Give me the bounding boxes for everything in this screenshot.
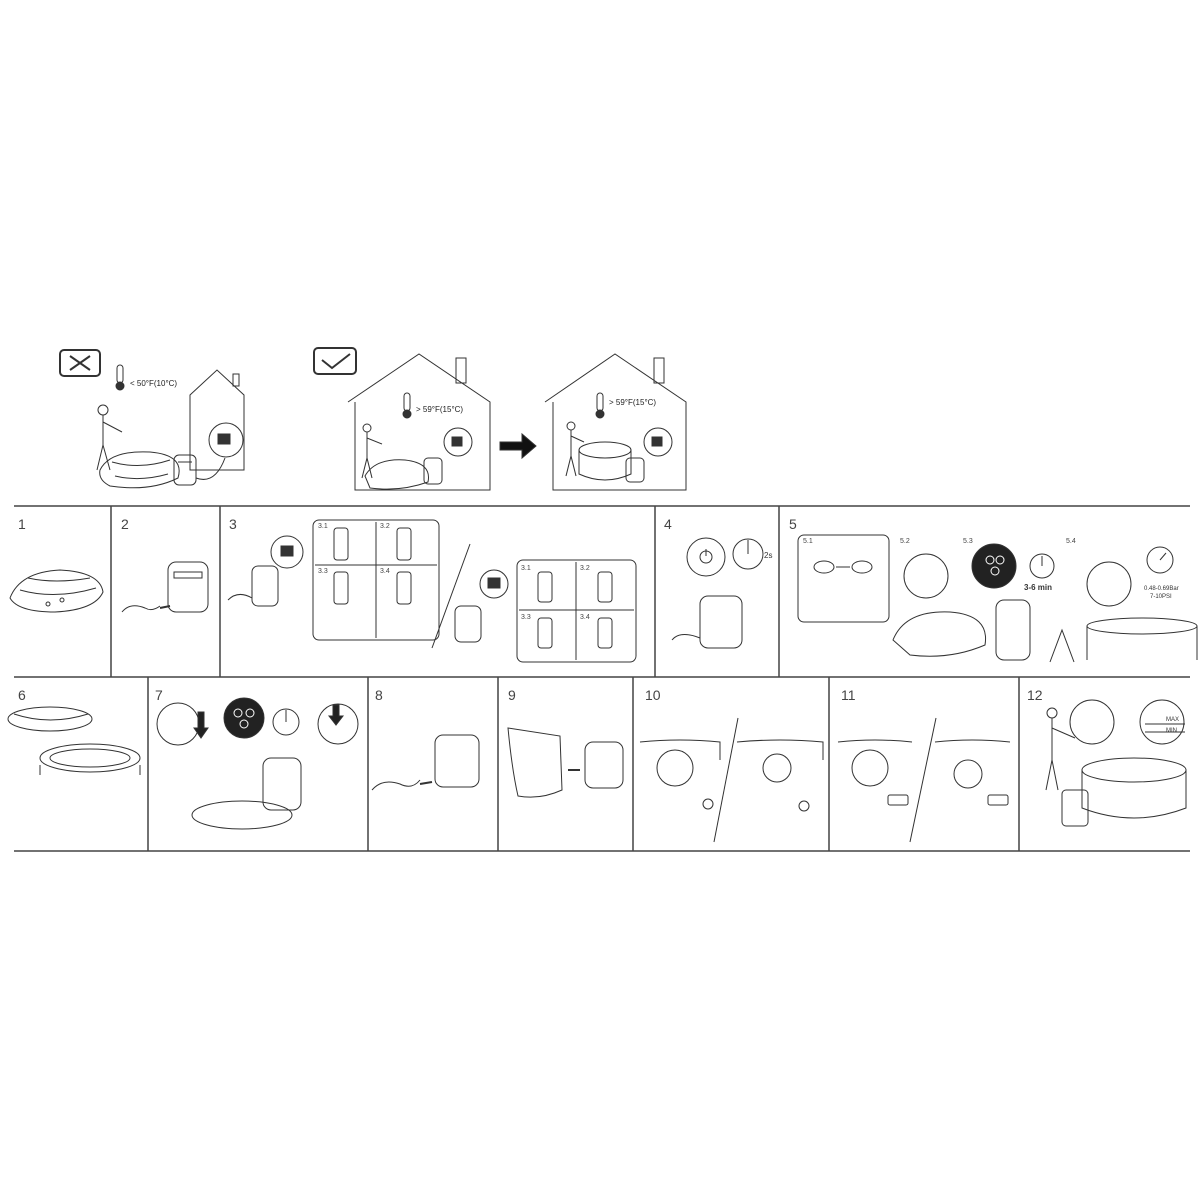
step-2-illustration <box>121 561 209 613</box>
not-allowed-scene <box>59 349 245 489</box>
step-9-illustration <box>507 727 624 798</box>
substep-3-3-b: 3.3 <box>521 614 531 621</box>
step-number-12: 12 <box>1027 687 1043 703</box>
substep-5-2: 5.2 <box>900 538 910 545</box>
step-number-6: 6 <box>18 687 26 703</box>
step-number-1: 1 <box>18 516 26 532</box>
substep-5-4: 5.4 <box>1066 538 1076 545</box>
step-4-illustration <box>671 537 764 649</box>
step-number-7: 7 <box>155 687 163 703</box>
step-number-10: 10 <box>645 687 661 703</box>
substep-5-1: 5.1 <box>803 538 813 545</box>
step-7-illustration <box>156 697 359 830</box>
person-figure <box>96 404 123 471</box>
step-number-4: 4 <box>664 516 672 532</box>
good-temperature-label-2: > 59°F(15°C) <box>609 398 657 407</box>
good-temperature-label-1: > 59°F(15°C) <box>416 405 464 414</box>
substep-3-4-a: 3.4 <box>380 568 390 575</box>
step-8-illustration <box>371 734 480 791</box>
step-number-5: 5 <box>789 516 797 532</box>
substep-5-3: 5.3 <box>963 538 973 545</box>
step-1-illustration <box>9 569 104 613</box>
step-6-illustration <box>7 706 141 775</box>
step-3-illustration <box>227 519 637 663</box>
step-number-2: 2 <box>121 516 129 532</box>
thermometer-icon <box>402 392 412 419</box>
allowed-scene <box>313 347 687 491</box>
pressure-bar-label: 0.48-0.69Bar <box>1144 586 1179 592</box>
substep-3-4-b: 3.4 <box>580 614 590 621</box>
cross-icon <box>59 349 101 377</box>
substep-3-3-a: 3.3 <box>318 568 328 575</box>
min-water-level-label: MIN <box>1166 728 1177 734</box>
thermometer-icon <box>595 392 605 419</box>
substep-3-1-a: 3.1 <box>318 523 328 530</box>
step-number-8: 8 <box>375 687 383 703</box>
thermometer-icon <box>115 364 125 391</box>
pressure-psi-label: 7-10PSI <box>1150 594 1172 600</box>
step-number-11: 11 <box>841 687 856 703</box>
bad-temperature-label: < 50°F(10°C) <box>130 379 178 388</box>
substep-3-2-a: 3.2 <box>380 523 390 530</box>
substep-3-1-b: 3.1 <box>521 565 531 572</box>
hold-duration-label: 2s <box>764 551 773 560</box>
step-number-3: 3 <box>229 516 237 532</box>
right-arrow-icon <box>499 432 537 460</box>
step-12-illustration <box>1045 699 1187 827</box>
step-5-illustration <box>797 534 1198 663</box>
step-10-illustration <box>639 717 824 843</box>
inflation-duration-label: 3-6 min <box>1024 583 1053 592</box>
step-11-illustration <box>837 717 1011 843</box>
step-number-9: 9 <box>508 687 516 703</box>
substep-3-2-b: 3.2 <box>580 565 590 572</box>
max-water-level-label: MAX <box>1166 717 1180 723</box>
check-icon <box>313 347 357 375</box>
step-grid <box>14 505 1190 852</box>
